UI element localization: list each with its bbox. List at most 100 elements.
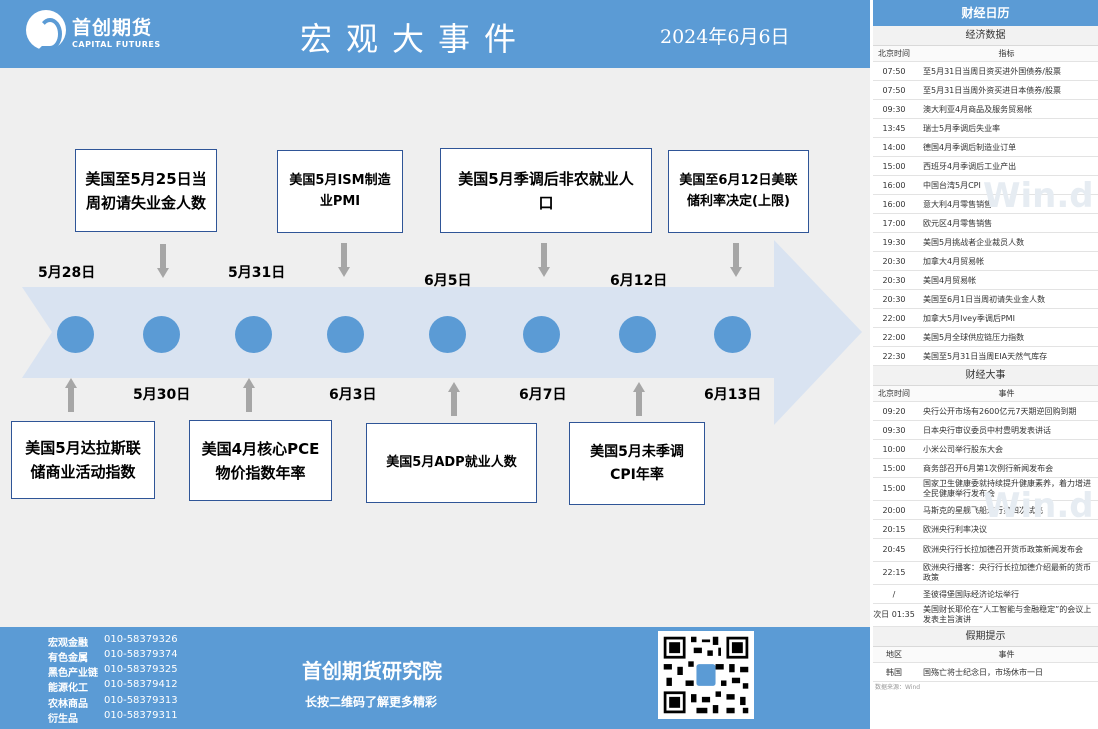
row-item: 美国5月挑战者企业裁员人数	[923, 237, 1025, 247]
date-label: 6月13日	[704, 387, 762, 403]
col-item: 指标	[998, 49, 1015, 58]
col-item: 事件	[998, 389, 1015, 398]
row-time: 15:00	[882, 161, 906, 171]
row-item: 圣彼得堡国际经济论坛举行	[923, 589, 1019, 599]
row-time: 13:45	[882, 123, 906, 133]
logo-mark-icon	[26, 10, 66, 50]
timeline-dot	[235, 316, 272, 353]
row-item: 国家卫生健康委就持续提升健康素养，着力增进全民健康举行发布会	[923, 479, 1091, 498]
arrow-up-icon	[65, 378, 77, 412]
row-item: 美国至5月31日当周EIA天然气库存	[923, 351, 1048, 361]
row-time: 15:00	[882, 463, 906, 473]
page-date: 2024年6月6日	[660, 26, 790, 48]
contact-phone: 010-58379313	[104, 695, 178, 706]
row-item: 西班牙4月季调后工业产出	[923, 161, 1017, 171]
company-logo: 首创期货 CAPITAL FUTURES	[26, 10, 166, 54]
row-time: 10:00	[882, 444, 906, 454]
event-box: 美国5月ADP就业人数	[366, 423, 537, 503]
row-time: 16:00	[882, 180, 906, 190]
row-item: 欧元区4月零售销售	[923, 218, 993, 228]
contact-phone: 010-58379374	[104, 649, 178, 660]
event-box: 美国5月季调后非农就业人口	[440, 148, 652, 233]
row-time: 20:30	[882, 256, 906, 266]
row-time: 22:15	[882, 568, 906, 577]
econ-column-header: 北京时间 指标	[873, 46, 1098, 62]
infographic-panel: 首创期货 CAPITAL FUTURES 宏观大事件 2024年6月6日 5月2…	[0, 0, 870, 729]
qr-slogan: 长按二维码了解更多精彩	[305, 695, 438, 709]
row-item: 意大利4月零售销售	[923, 199, 993, 209]
event-box: 美国至5月25日当周初请失业金人数	[75, 149, 217, 232]
row-item: 央行公开市场有2600亿元7天期逆回购到期	[923, 406, 1077, 416]
timeline-dot	[143, 316, 180, 353]
row-item: 至5月31日当周外资买进日本债券/股票	[923, 85, 1061, 95]
holiday-heading: 假期提示	[873, 627, 1098, 647]
row-time: 07:50	[882, 66, 906, 76]
event-box: 美国5月达拉斯联储商业活动指数	[11, 421, 155, 499]
table-row: 韩国 国殇亡将士纪念日，市场休市一日	[873, 663, 1098, 682]
date-label: 5月31日	[228, 265, 286, 281]
row-time: 20:45	[882, 545, 906, 554]
table-row: 09:30 日本央行审议委员中村豊明发表讲话	[873, 421, 1098, 440]
table-row: 16:00 中国台湾5月CPI	[873, 176, 1098, 195]
arrow-down-icon	[538, 243, 550, 277]
econ-heading: 经济数据	[873, 26, 1098, 46]
row-item: 澳大利亚4月商品及服务贸易帐	[923, 104, 1033, 114]
row-item: 欧洲央行行长拉加德召开货币政策新闻发布会	[923, 545, 1083, 554]
data-source: 数据来源：Wind	[875, 684, 921, 691]
table-row: 15:00 西班牙4月季调后工业产出	[873, 157, 1098, 176]
row-time: 20:30	[882, 294, 906, 304]
row-item: 美国财长耶伦在“人工智能与金融稳定”的会议上发表主旨演讲	[923, 605, 1092, 624]
contact-dept: 衍生品	[48, 714, 78, 725]
contact-phone: 010-58379326	[104, 634, 178, 645]
timeline-dot	[429, 316, 466, 353]
date-label: 5月30日	[133, 387, 191, 403]
contact-dept: 能源化工	[48, 683, 88, 694]
contact-phone: 010-58379325	[104, 664, 178, 675]
holiday-table: 韩国 国殇亡将士纪念日，市场休市一日	[873, 663, 1098, 682]
date-label: 6月12日	[610, 273, 668, 289]
row-time: 09:30	[882, 104, 906, 114]
row-item: 美国5月全球供应链压力指数	[923, 332, 1025, 342]
row-time: 22:00	[882, 313, 906, 323]
row-time: 19:30	[882, 237, 906, 247]
arrow-down-icon	[157, 244, 169, 278]
row-item: 加拿大5月Ivey季调后PMI	[923, 313, 1015, 323]
events-heading: 财经大事	[873, 366, 1098, 386]
event-box: 美国5月未季调CPI年率	[569, 422, 705, 505]
date-label: 5月28日	[38, 265, 96, 281]
calendar-title: 财经日历	[873, 0, 1098, 26]
row-time: 14:00	[882, 142, 906, 152]
event-box: 美国5月ISM制造业PMI	[277, 150, 403, 233]
event-box: 美国4月核心PCE物价指数年率	[189, 420, 332, 501]
row-item: 日本央行审议委员中村豊明发表讲话	[923, 425, 1051, 435]
logo-name-en: CAPITAL FUTURES	[72, 40, 161, 49]
qr-code-icon[interactable]	[658, 631, 754, 719]
row-item: 中国台湾5月CPI	[923, 180, 981, 190]
arrow-up-icon	[633, 382, 645, 416]
event-box: 美国至6月12日美联储利率决定(上限)	[668, 150, 809, 233]
timeline-dot	[57, 316, 94, 353]
contact-dept: 农林商品	[48, 699, 88, 710]
date-label: 6月5日	[424, 273, 472, 289]
arrow-down-icon	[730, 243, 742, 277]
row-time: 09:30	[882, 425, 906, 435]
row-time: 17:00	[882, 218, 906, 228]
row-time: 韩国	[886, 667, 902, 677]
contact-dept: 黑色产业链	[48, 668, 98, 679]
holiday-column-header: 地区 事件	[873, 647, 1098, 663]
arrow-up-icon	[243, 378, 255, 412]
row-time: 16:00	[882, 199, 906, 209]
row-item: 国殇亡将士纪念日，市场休市一日	[923, 667, 1043, 677]
